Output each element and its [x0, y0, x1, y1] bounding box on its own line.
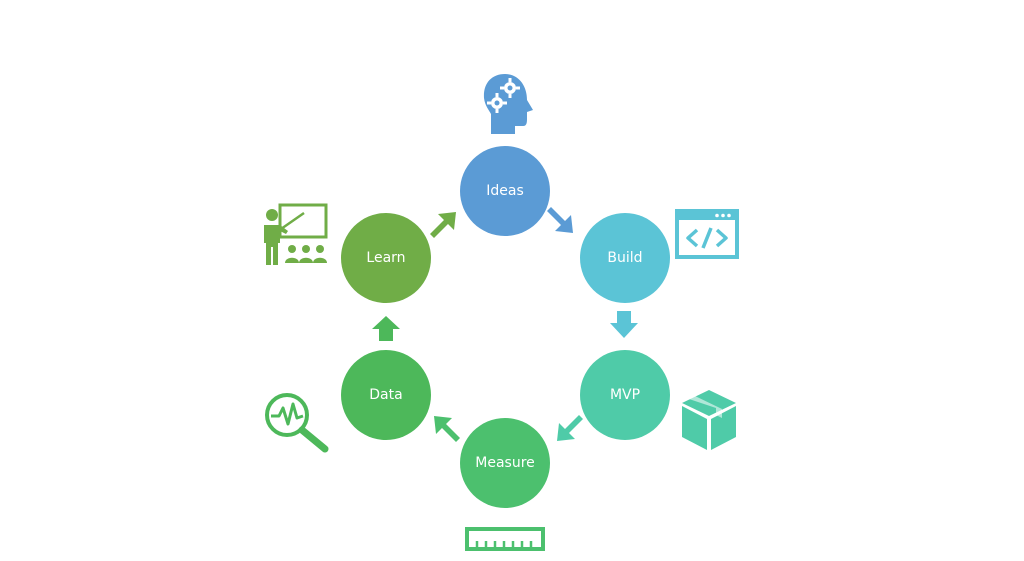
- node-data-label: Data: [369, 387, 403, 403]
- node-build-label: Build: [607, 250, 643, 266]
- arrow-ideas-to-build: [547, 207, 573, 233]
- node-mvp-label: MVP: [609, 387, 641, 403]
- arrow-learn-to-ideas: [430, 212, 456, 238]
- arrow-build-to-mvp: [610, 311, 638, 338]
- node-ideas: Ideas: [460, 146, 550, 236]
- head-gears-icon: [483, 74, 533, 134]
- node-measure-label: Measure: [475, 455, 535, 471]
- arrow-data-to-learn: [372, 316, 400, 341]
- node-learn: Learn: [341, 213, 431, 303]
- ruler-icon: [465, 527, 545, 551]
- arrow-mvp-to-measure: [557, 415, 583, 441]
- node-ideas-label: Ideas: [486, 183, 524, 199]
- teacher-presentation-icon: [264, 203, 328, 265]
- node-measure: Measure: [460, 418, 550, 508]
- node-mvp: MVP: [580, 350, 670, 440]
- node-data: Data: [341, 350, 431, 440]
- arrow-measure-to-data: [434, 416, 460, 442]
- box-icon: [682, 390, 736, 450]
- magnifier-pulse-icon: [265, 393, 329, 453]
- node-build: Build: [580, 213, 670, 303]
- node-learn-label: Learn: [366, 250, 406, 266]
- code-window-icon: [675, 209, 739, 259]
